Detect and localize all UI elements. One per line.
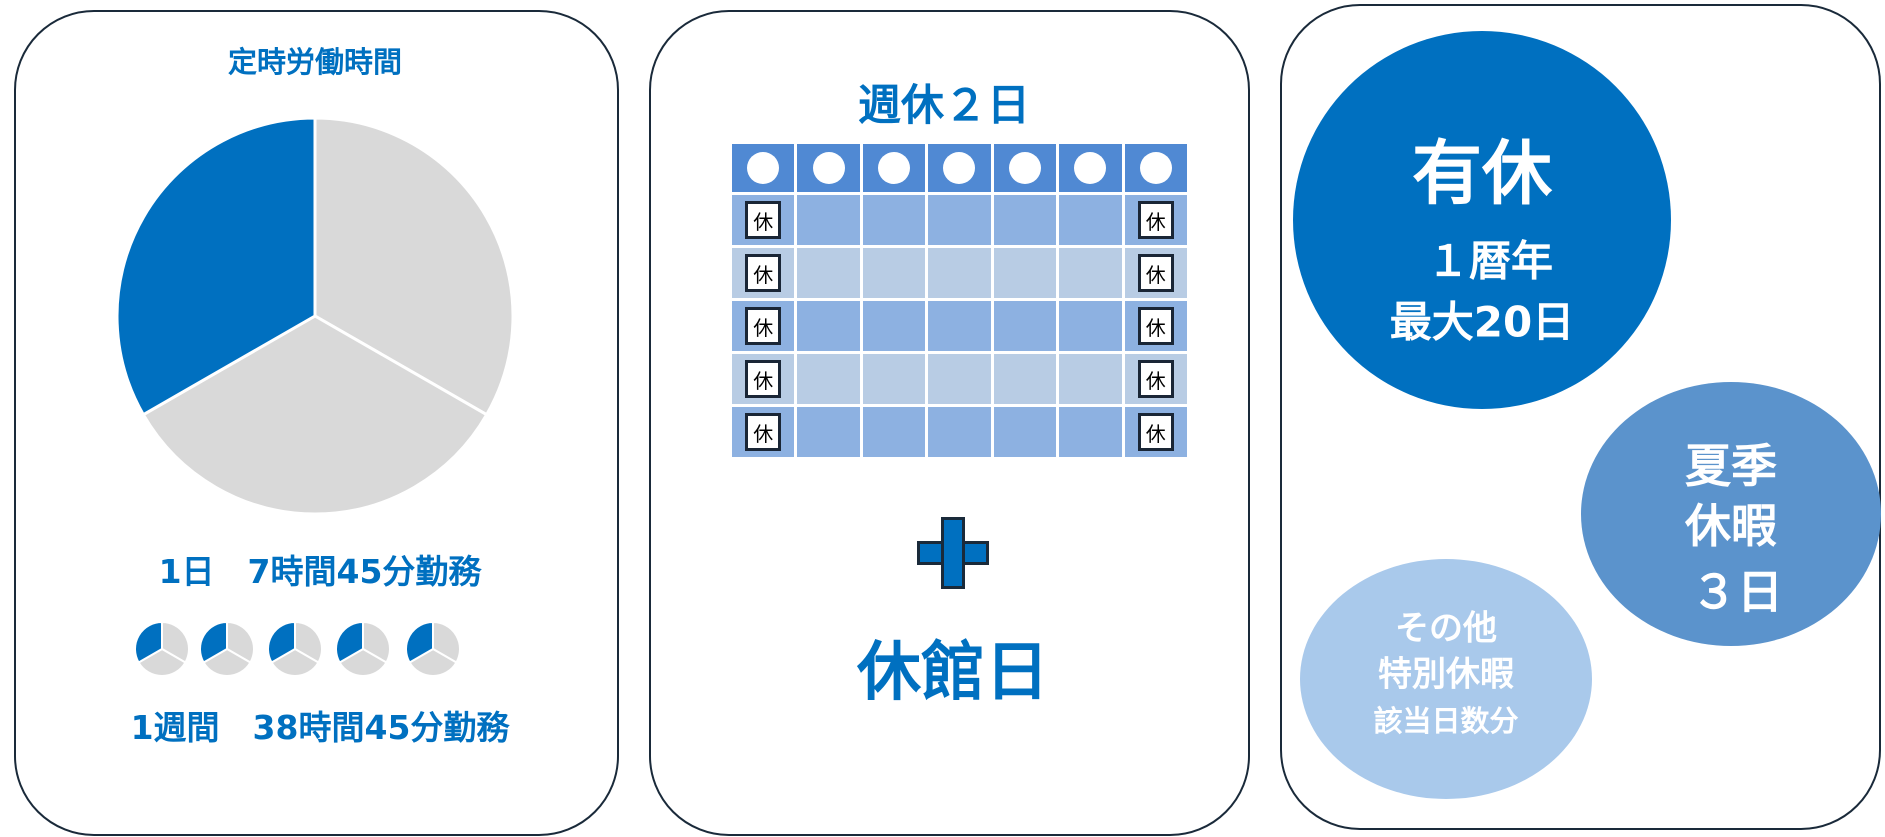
calendar-cell bbox=[797, 195, 860, 245]
special-leave-line3: 該当日数分 bbox=[1373, 704, 1519, 738]
small-pie-5-slice-work bbox=[405, 620, 434, 664]
rest-day-mark: 休 bbox=[1137, 307, 1174, 345]
special-leave-line2: 特別休暇 bbox=[1378, 654, 1514, 695]
calendar-cell: 休 bbox=[1124, 354, 1187, 404]
calendar-cell bbox=[1059, 248, 1122, 298]
rest-day-mark: 休 bbox=[745, 413, 782, 451]
calendar-cell bbox=[993, 407, 1057, 457]
calendar-cell bbox=[797, 354, 860, 404]
circle-icon bbox=[747, 152, 780, 184]
calendar-cell: 休 bbox=[732, 354, 795, 404]
calendar-header-cell bbox=[1059, 144, 1122, 192]
calendar-header-cell bbox=[862, 144, 926, 192]
calendar-cell bbox=[797, 301, 860, 351]
summer-leave-line3: ３日 bbox=[1691, 565, 1783, 619]
summer-leave-line1: 夏季 bbox=[1685, 439, 1777, 493]
plus-icon-fill bbox=[944, 544, 962, 562]
weekly-calendar: 休休休休休休休休休休 bbox=[732, 144, 1187, 457]
calendar-cell bbox=[993, 354, 1057, 404]
calendar-cell: 休 bbox=[732, 301, 795, 351]
calendar-header-cell bbox=[1124, 144, 1187, 192]
calendar-cell bbox=[993, 248, 1057, 298]
calendar-cell: 休 bbox=[1124, 301, 1187, 351]
special-leave-line1: その他 bbox=[1395, 608, 1497, 649]
rest-day-mark: 休 bbox=[745, 307, 782, 345]
closed-day: 休館日 bbox=[857, 636, 1049, 710]
calendar-cell: 休 bbox=[732, 248, 795, 298]
rest-day-mark: 休 bbox=[1137, 360, 1174, 398]
small-pie-1-slice-work bbox=[134, 620, 163, 664]
calendar-cell: 休 bbox=[1124, 195, 1187, 245]
small-pie-3-slice-work bbox=[267, 620, 296, 664]
paid-leave-line1: １暦年 bbox=[1426, 236, 1554, 286]
calendar-cell bbox=[862, 301, 926, 351]
circle-icon bbox=[943, 152, 976, 184]
circle-icon bbox=[1139, 152, 1172, 184]
calendar-cell bbox=[862, 195, 926, 245]
circle-icon bbox=[1008, 152, 1041, 184]
rest-day-mark: 休 bbox=[1137, 254, 1174, 292]
calendar-cell bbox=[928, 354, 991, 404]
calendar-cell bbox=[993, 301, 1057, 351]
paid-leave-line2: 最大20日 bbox=[1389, 297, 1575, 347]
rest-day-mark: 休 bbox=[1137, 413, 1174, 451]
calendar-cell bbox=[1059, 354, 1122, 404]
work-hours-title: 定時労働時間 bbox=[227, 45, 403, 79]
paid-leave-circle bbox=[1293, 31, 1671, 409]
rest-day-mark: 休 bbox=[745, 201, 782, 239]
calendar-cell bbox=[797, 248, 860, 298]
rest-day-mark: 休 bbox=[745, 360, 782, 398]
calendar-cell bbox=[928, 248, 991, 298]
calendar-cell bbox=[862, 407, 926, 457]
main-pie-slice-work bbox=[115, 116, 317, 417]
calendar-cell: 休 bbox=[732, 195, 795, 245]
calendar-cell: 休 bbox=[732, 407, 795, 457]
calendar-cell bbox=[862, 248, 926, 298]
circle-icon bbox=[812, 152, 845, 184]
calendar-cell bbox=[993, 195, 1057, 245]
calendar-cell bbox=[862, 354, 926, 404]
main-pie-slice-other-a bbox=[313, 116, 515, 417]
summer-leave-circle bbox=[1581, 382, 1881, 646]
circle-icon bbox=[1074, 152, 1107, 184]
small-pie-4-slice-work bbox=[335, 620, 364, 664]
special-leave-circle bbox=[1300, 559, 1592, 799]
calendar-cell: 休 bbox=[1124, 407, 1187, 457]
calendar-cell bbox=[928, 407, 991, 457]
calendar-cell bbox=[1059, 301, 1122, 351]
calendar-cell: 休 bbox=[1124, 248, 1187, 298]
daily-hours: 1日 7時間45分勤務 bbox=[158, 552, 482, 591]
circle-icon bbox=[878, 152, 911, 184]
calendar-header-cell bbox=[928, 144, 991, 192]
summer-leave-line2: 休暇 bbox=[1685, 499, 1777, 553]
calendar-header-cell bbox=[993, 144, 1057, 192]
calendar-cell bbox=[1059, 195, 1122, 245]
calendar-cell bbox=[928, 301, 991, 351]
holiday-title: 週休２日 bbox=[858, 81, 1030, 131]
calendar-cell bbox=[1059, 407, 1122, 457]
calendar-header-cell bbox=[732, 144, 795, 192]
calendar-header-cell bbox=[797, 144, 860, 192]
paid-leave-title: 有休 bbox=[1412, 132, 1552, 215]
rest-day-mark: 休 bbox=[1137, 201, 1174, 239]
small-pie-2-slice-work bbox=[199, 620, 228, 664]
rest-day-mark: 休 bbox=[745, 254, 782, 292]
calendar-cell bbox=[928, 195, 991, 245]
weekly-hours: 1週間 38時間45分勤務 bbox=[130, 708, 510, 747]
calendar-cell bbox=[797, 407, 860, 457]
